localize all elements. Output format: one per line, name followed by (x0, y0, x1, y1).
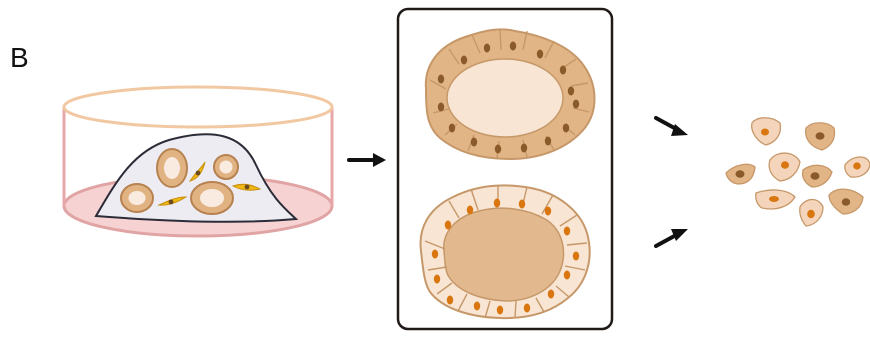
organoid-icon (421, 185, 590, 318)
culture-dish-icon (64, 87, 332, 236)
dissociated-cell-icon (726, 118, 870, 226)
diagonal-arrow-icon (656, 229, 688, 246)
panel-label: B (10, 42, 29, 74)
right-arrow-icon (349, 153, 386, 167)
diagonal-arrow-icon (656, 118, 688, 136)
organoid-icon (426, 29, 595, 159)
